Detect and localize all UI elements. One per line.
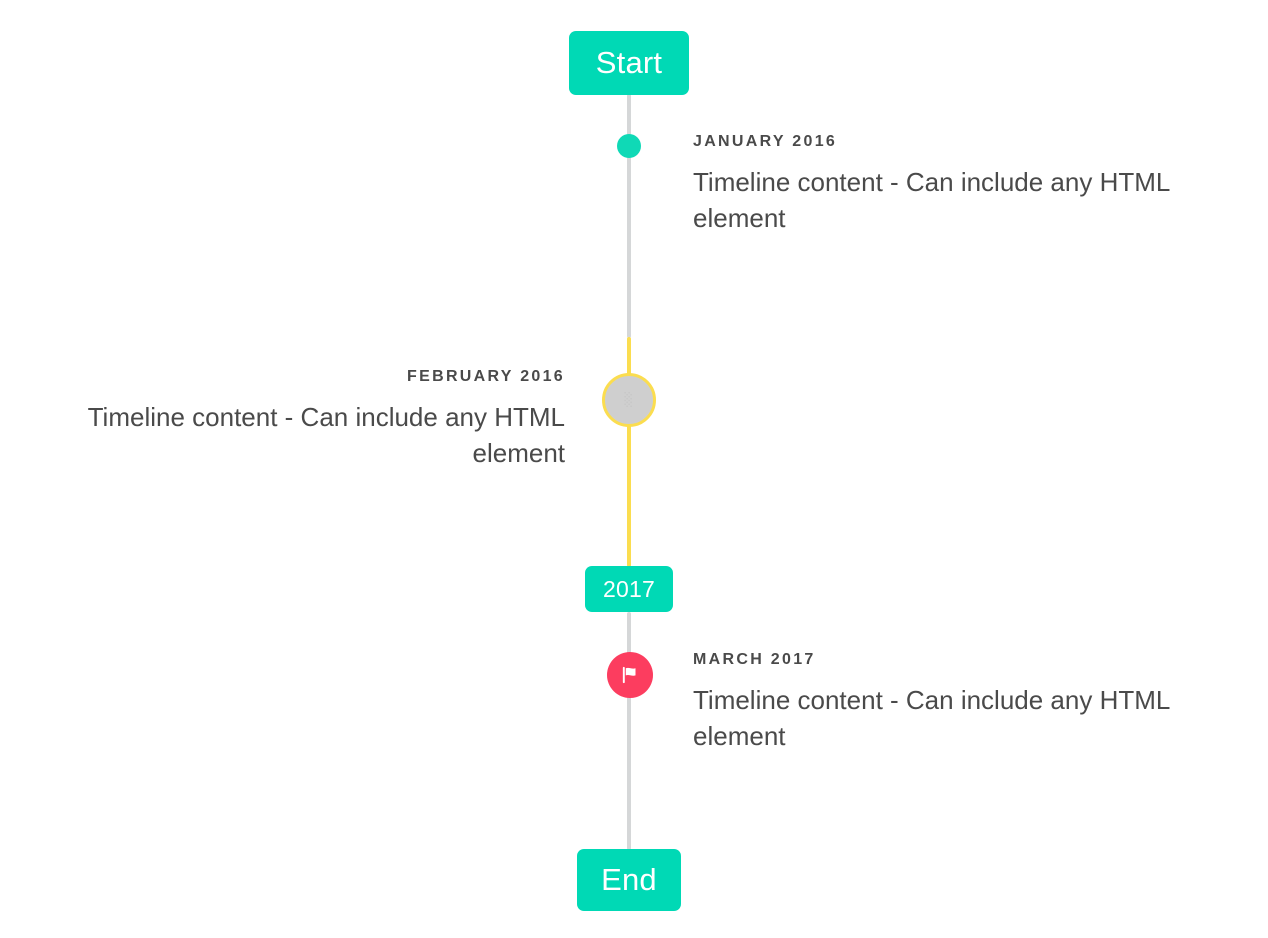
timeline-entry-body: Timeline content - Can include any HTML … (87, 402, 565, 468)
timeline-entry-label: FEBRUARY 2016 (407, 368, 565, 385)
timeline-marker-flag-march[interactable] (607, 652, 653, 698)
timeline-entry-label: MARCH 2017 (693, 651, 816, 668)
timeline-entry-body: Timeline content - Can include any HTML … (693, 685, 1170, 751)
flag-icon (619, 664, 641, 686)
timeline-rail-lower (627, 612, 631, 850)
timeline-rail-upper (627, 94, 631, 338)
timeline-end-badge[interactable]: End (577, 849, 681, 911)
missing-glyph-icon: ░ (624, 392, 634, 408)
timeline-marker-ring-february[interactable]: ░ (602, 373, 656, 427)
timeline-entry-label: JANUARY 2016 (693, 133, 838, 150)
timeline-entry-march: MARCH 2017 Timeline content - Can includ… (693, 651, 1233, 755)
timeline-rail-highlight (627, 337, 631, 567)
timeline-marker-dot-january[interactable] (617, 134, 641, 158)
timeline-entry-january: JANUARY 2016 Timeline content - Can incl… (693, 133, 1233, 237)
timeline-entry-body: Timeline content - Can include any HTML … (693, 167, 1170, 233)
timeline-start-badge[interactable]: Start (569, 31, 689, 95)
timeline-entry-february: FEBRUARY 2016 Timeline content - Can inc… (25, 368, 565, 472)
timeline-year-badge[interactable]: 2017 (585, 566, 673, 612)
